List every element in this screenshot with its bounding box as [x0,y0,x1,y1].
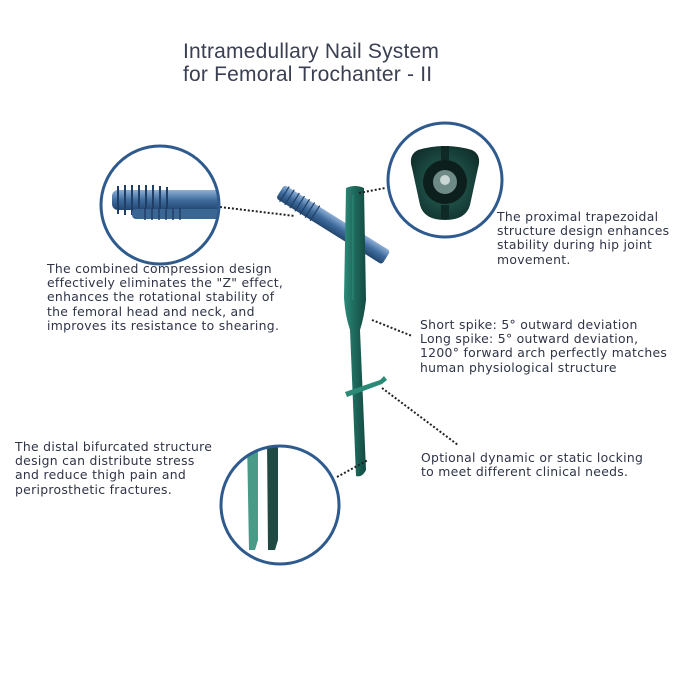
callout-line: movement. [497,251,571,267]
callout-proximal-structure: The proximal trapezoidal structure desig… [497,209,670,267]
callout-line: Long spike: 5° outward deviation, [420,331,639,347]
callout-line: enhances the rotational stability of [47,289,275,305]
title-line-2: for Femoral Trochanter - II [183,63,433,86]
callout-line: The proximal trapezoidal [497,209,659,224]
callout-distal-bifurcation: The distal bifurcated structure design c… [15,439,213,497]
callout-line: and reduce thigh pain and [15,467,187,483]
callout-line: to meet different clinical needs. [421,464,629,480]
callout-line: Optional dynamic or static locking [421,450,644,465]
callout-line: design can distribute stress [15,453,195,469]
lag-screw [277,185,390,264]
callout-line: effectively eliminates the "Z" effect, [47,275,284,291]
callout-line: The combined compression design [47,261,272,276]
callout-line: stability during hip joint [497,237,653,253]
callout-line: periprosthetic fractures. [15,481,173,497]
callout-line: Short spike: 5° outward deviation [420,317,638,332]
callout-line: structure design enhances [497,223,670,239]
page-title: Intramedullary Nail System for Femoral T… [183,40,523,86]
intramedullary-nail [344,186,387,477]
callout-locking-options: Optional dynamic or static locking to me… [421,450,644,480]
magnifier-compression-screw [99,144,221,266]
callout-compression-design: The combined compression design effectiv… [47,261,284,333]
magnifier-proximal-end [386,121,504,239]
callout-line: human physiological structure [420,359,617,375]
magnifier-distal-end [219,444,341,566]
callout-line: the femoral head and neck, and [47,303,255,319]
callout-line: improves its resistance to shearing. [47,317,280,333]
callout-line: The distal bifurcated structure [15,439,213,454]
callout-spike-deviation: Short spike: 5° outward deviation Long s… [420,317,668,375]
title-line-1: Intramedullary Nail System [183,40,440,63]
leader-lines [219,187,459,478]
callout-line: 1200° forward arch perfectly matches [420,345,668,361]
